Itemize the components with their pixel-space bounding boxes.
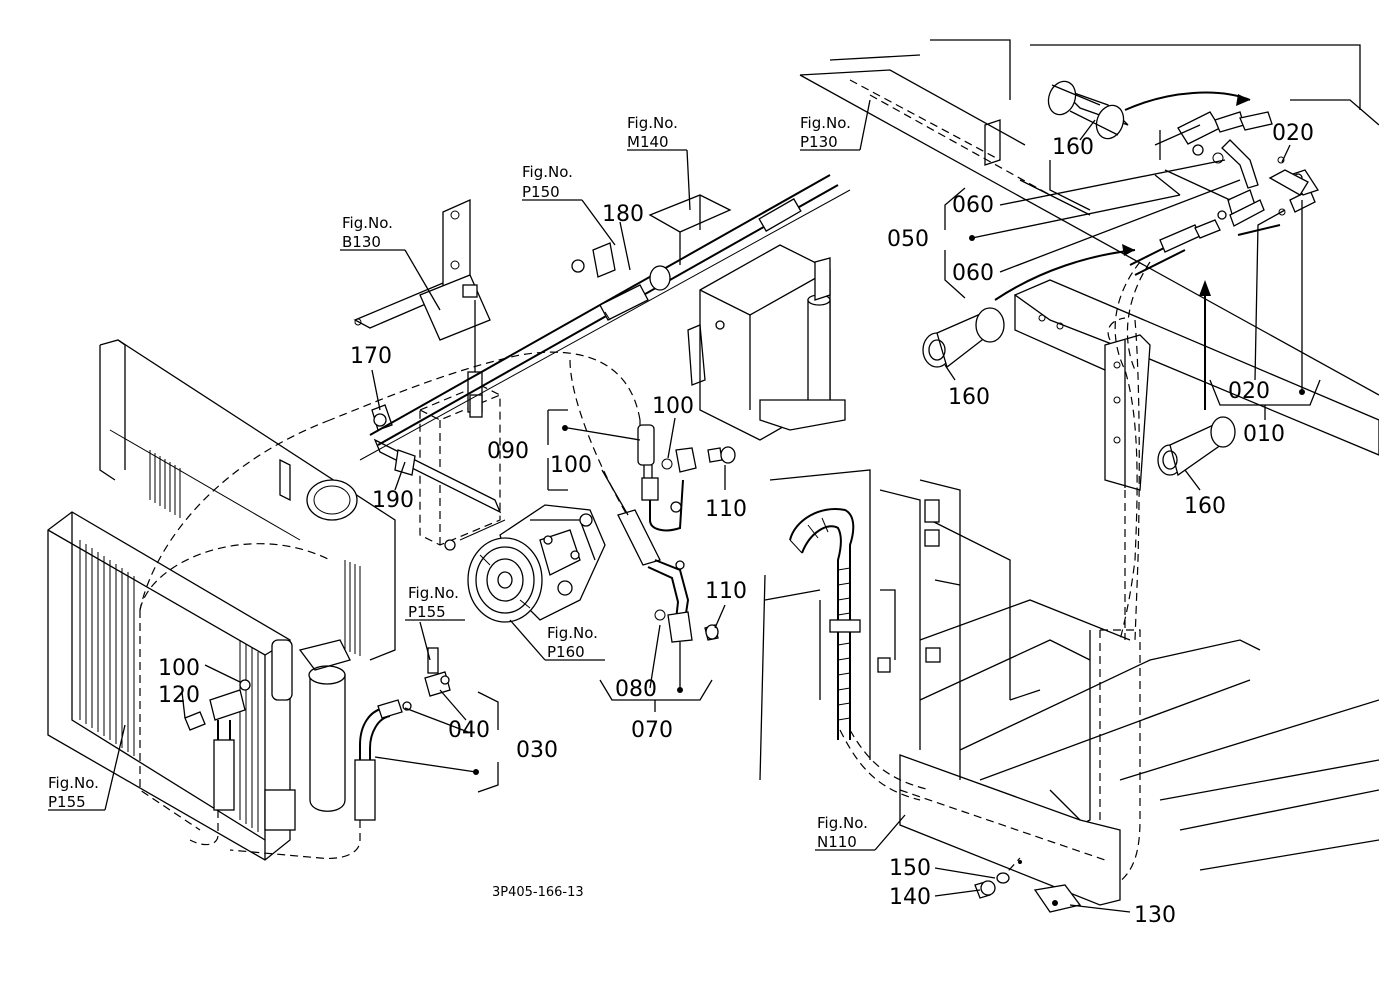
part-label-180: 180	[602, 202, 644, 227]
part-label-160-left: 160	[948, 385, 990, 410]
figref-number-p150: P150	[522, 183, 560, 201]
figref-label-p150: Fig.No.	[522, 163, 573, 181]
clamp-180	[571, 242, 671, 321]
cab-hose	[839, 239, 1186, 801]
figref-number-p130: P130	[800, 133, 838, 151]
cab-frame	[759, 39, 1379, 906]
fitting-040	[424, 647, 451, 697]
part-label-100-upper: 100	[652, 394, 694, 419]
part-label-100-mid: 100	[550, 453, 592, 478]
part-label-120: 120	[158, 683, 200, 708]
part-label-160-right: 160	[1184, 494, 1226, 519]
hose-070	[617, 509, 693, 643]
leader-lines	[181, 119, 1321, 913]
part-label-050: 050	[887, 227, 929, 252]
part-label-100-left: 100	[158, 656, 200, 681]
figref-label-n110: Fig.No.	[817, 814, 868, 832]
part-label-190: 190	[372, 488, 414, 513]
condenser-fins	[79, 540, 259, 832]
figref-number-m140: M140	[627, 133, 669, 151]
cab-top-fittings	[994, 91, 1320, 410]
part-label-020-top: 020	[1272, 121, 1314, 146]
switch-block	[419, 300, 501, 546]
figref-label-p155-upper: Fig.No.	[408, 584, 459, 602]
part-label-060-lower: 060	[952, 261, 994, 286]
figref-label-b130: Fig.No.	[342, 214, 393, 232]
part-label-020-lower: 020	[1228, 379, 1270, 404]
part-label-070: 070	[631, 718, 673, 743]
part-label-160-top: 160	[1052, 135, 1094, 160]
mount-box-m140	[648, 194, 846, 441]
part-label-040: 040	[448, 718, 490, 743]
part-label-150: 150	[889, 856, 931, 881]
hose-left-condenser	[184, 679, 251, 846]
part-label-170: 170	[350, 344, 392, 369]
figref-label-m140: Fig.No.	[627, 114, 678, 132]
figref-number-p160: P160	[547, 643, 585, 661]
bracket-b130	[353, 198, 491, 341]
figref-boxes	[48, 99, 906, 851]
figref-number-n110: N110	[817, 833, 857, 851]
part-label-010: 010	[1243, 422, 1285, 447]
part-label-130: 130	[1134, 903, 1176, 928]
labels: 180 170 190 100 090 100 110 110 080 070 …	[48, 114, 1314, 928]
part-label-090: 090	[487, 439, 529, 464]
radiator-core	[149, 450, 361, 656]
figref-label-p155-lower: Fig.No.	[48, 774, 99, 792]
figref-label-p130: Fig.No.	[800, 114, 851, 132]
figref-number-b130: B130	[342, 233, 381, 251]
hose-090	[637, 424, 697, 532]
part-label-030: 030	[516, 738, 558, 763]
part-label-110-lower: 110	[705, 579, 747, 604]
sleeves-160	[922, 80, 1236, 477]
bolts-110	[704, 446, 736, 641]
part-label-080: 080	[615, 677, 657, 702]
receiver-drier	[298, 639, 351, 812]
figref-number-p155-upper: P155	[408, 603, 446, 621]
corrugated-hose	[789, 508, 861, 740]
part-label-110-upper: 110	[705, 497, 747, 522]
figref-number-p155-lower: P155	[48, 793, 86, 811]
compressor	[467, 504, 606, 623]
drawing-code: 3P405-166-13	[492, 885, 584, 900]
part-label-140: 140	[889, 885, 931, 910]
mounting-arm	[371, 404, 506, 551]
figref-label-p160: Fig.No.	[547, 624, 598, 642]
part-label-060-upper: 060	[952, 193, 994, 218]
bottom-hardware	[974, 872, 1082, 913]
